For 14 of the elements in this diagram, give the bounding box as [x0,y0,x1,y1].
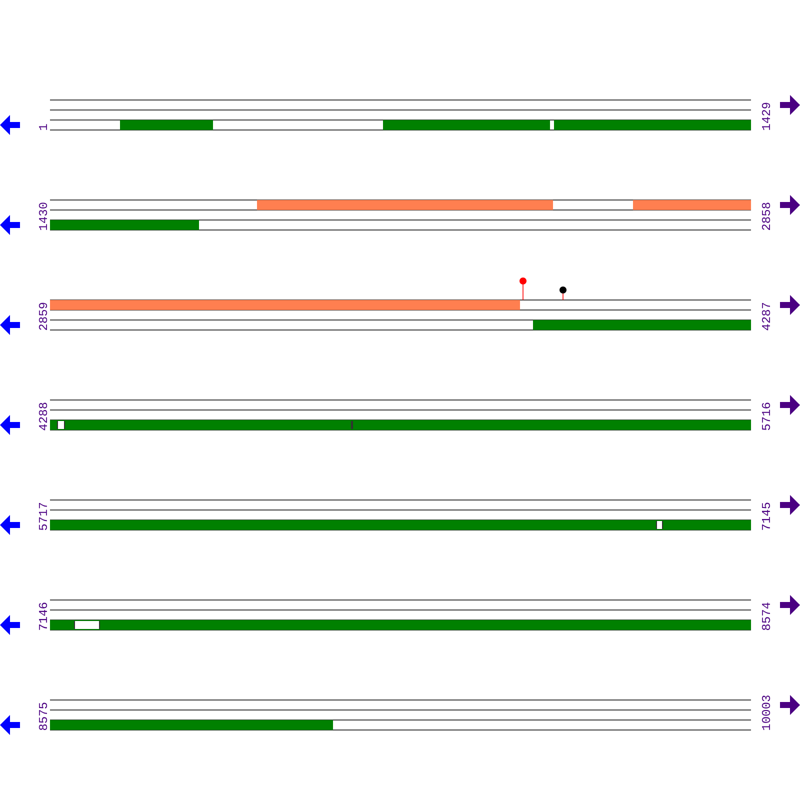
position-number: 8575 [38,702,48,730]
position-number: 1430 [38,202,48,230]
position-number: 5716 [762,402,770,430]
position-number: 4287 [762,302,770,330]
position-number: 7146 [38,602,48,630]
position-number: 1 [39,124,47,130]
position-number: 2859 [38,302,48,330]
position-number: 8574 [762,602,770,630]
position-number: 5717 [39,502,47,530]
position-number: 2858 [762,202,770,230]
position-number: 10003 [762,696,770,730]
position-number: 7145 [762,502,770,530]
position-number: 1429 [762,102,770,130]
position-number: 4288 [38,402,48,430]
